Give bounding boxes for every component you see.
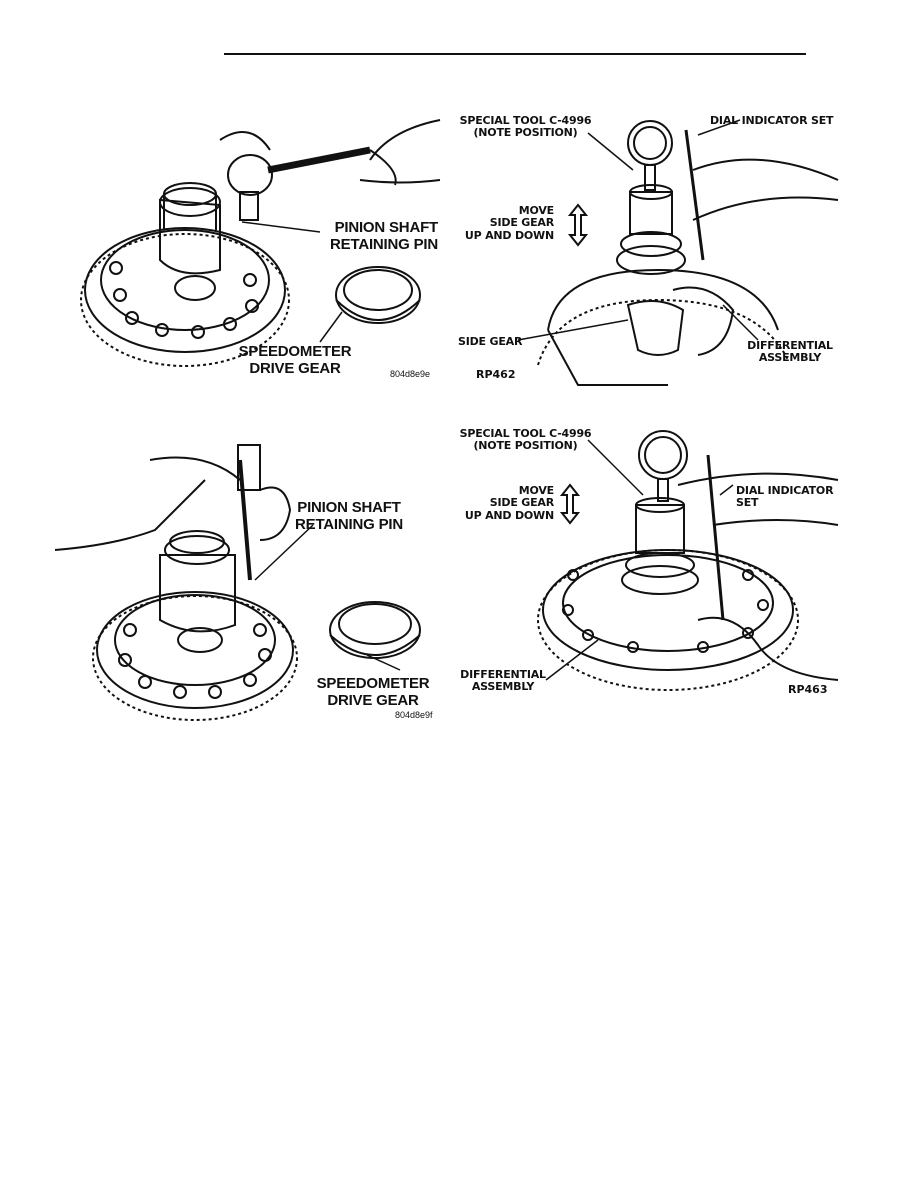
figure-code: RP463 <box>788 683 828 696</box>
label-side-gear: SIDE GEAR <box>458 335 523 348</box>
illustration-differential-punch <box>54 444 421 721</box>
illustration-dial-indicator-1 <box>517 119 839 386</box>
header-rule <box>224 53 806 55</box>
label-dial-indicator-set: DIAL INDICATOR SET <box>710 114 834 127</box>
illustration-dial-indicator-2 <box>537 430 839 691</box>
figure-code: RP462 <box>476 368 516 381</box>
label-special-tool: SPECIAL TOOL C-4996(NOTE POSITION) <box>459 427 592 453</box>
figure-code: 804d8e9e <box>390 369 431 379</box>
illustration-differential-hammer <box>80 119 441 367</box>
figure-side-gear-check-1: SPECIAL TOOL C-4996(NOTE POSITION) DIAL … <box>458 110 839 395</box>
label-special-tool: SPECIAL TOOL C-4996(NOTE POSITION) <box>459 114 592 140</box>
figure-code: 804d8e9f <box>395 710 433 720</box>
